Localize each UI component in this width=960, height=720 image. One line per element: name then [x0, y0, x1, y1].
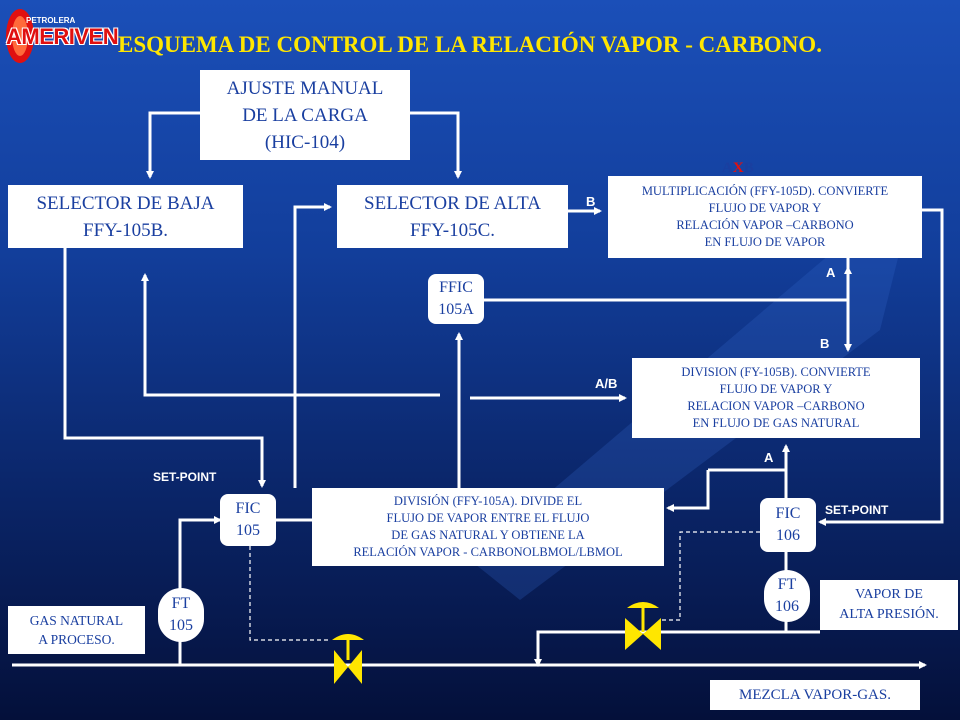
line-a-to-fic106 — [708, 468, 788, 498]
divb-line2: FLUJO DE VAPOR Y — [719, 382, 833, 396]
selector-alta-box: SELECTOR DE ALTA FFY-105C. — [337, 185, 568, 248]
mult-line2: FLUJO DE VAPOR Y — [708, 201, 822, 215]
selector-baja-box: SELECTOR DE BAJA FFY-105B. — [8, 185, 243, 248]
divb-line4: EN FLUJO DE GAS NATURAL — [692, 416, 860, 430]
logo-drop-icon — [6, 9, 34, 63]
logo-top-text: PETROLERA — [26, 16, 76, 25]
gas-line2: A PROCESO. — [38, 632, 115, 647]
ft-105-transmitter: FT 105 — [158, 588, 204, 642]
control-valve-1-icon — [332, 634, 364, 684]
fic-106-instrument: FIC 106 — [760, 498, 816, 552]
vapor-line2: ALTA PRESIÓN. — [839, 607, 939, 622]
ajuste-manual-box: AJUSTE MANUAL DE LA CARGA (HIC-104) — [200, 70, 410, 160]
line-divb-to-baja — [141, 273, 440, 397]
fic105-line1: FIC — [235, 500, 261, 517]
vapor-alta-box: VAPOR DE ALTA PRESIÓN. — [820, 580, 958, 630]
page-title: ESQUEMA DE CONTROL DE LA RELACIÓN VAPOR … — [118, 32, 822, 57]
signal-fic106-to-valve — [660, 531, 760, 621]
ajuste-line2: DE LA CARGA — [242, 104, 368, 126]
logo-main-text: AMERIVEN — [6, 24, 119, 49]
mult-line4: EN FLUJO DE VAPOR — [704, 235, 826, 249]
label-a-mult: A — [826, 265, 836, 280]
ft106-line2: 106 — [775, 598, 799, 615]
fic106-line2: 106 — [776, 527, 800, 544]
ffic-line2: 105A — [438, 301, 474, 318]
divb-line3: RELACION VAPOR –CARBONO — [687, 399, 865, 413]
line-baja-to-fic105 — [63, 248, 266, 488]
ajuste-line3: (HIC-104) — [264, 131, 346, 153]
ft105-line2: 105 — [169, 617, 193, 634]
axb-b: B — [743, 160, 754, 176]
vapor-line1: VAPOR DE — [855, 587, 923, 602]
label-b-div: B — [820, 336, 830, 351]
ft105-line1: FT — [171, 595, 191, 612]
axb-a: A — [722, 160, 733, 176]
setpoint-right-label: SET-POINT — [825, 503, 889, 517]
ft-106-transmitter: FT 106 — [764, 570, 810, 622]
setpoint-left-label: SET-POINT — [153, 470, 217, 484]
axb-x: X — [732, 160, 744, 176]
selector-alta-line2: FFY-105C. — [410, 219, 495, 241]
label-a-fic106: A — [764, 450, 774, 465]
selector-baja-line2: FFY-105B. — [83, 219, 168, 241]
gas-line1: GAS NATURAL — [29, 613, 124, 628]
label-a-over-b: A/B — [595, 376, 618, 391]
vapor-process-line — [534, 630, 820, 667]
axb-label: AXB — [722, 160, 754, 177]
line-fic106-to-diva — [666, 470, 710, 512]
fic-105-instrument: FIC 105 — [220, 494, 276, 546]
line-mult-to-fic106 — [818, 208, 944, 526]
ffic-105a-instrument: FFIC 105A — [428, 274, 484, 324]
signal-fic105-to-valve — [249, 546, 330, 641]
diva-line3: DE GAS NATURAL Y OBTIENE LA — [391, 528, 585, 542]
ajuste-line1: AJUSTE MANUAL — [226, 77, 384, 99]
line-ft105-to-fic105 — [178, 516, 222, 595]
line-ajuste-to-baja — [146, 111, 200, 179]
diva-line2: FLUJO DE VAPOR ENTRE EL FLUJO — [386, 511, 590, 525]
ffic-line1: FFIC — [439, 279, 473, 296]
mezcla-box: MEZCLA VAPOR-GAS. — [710, 680, 920, 710]
ft106-line1: FT — [777, 576, 797, 593]
selector-alta-line1: SELECTOR DE ALTA — [364, 192, 541, 214]
line-ajuste-to-alta — [410, 111, 462, 179]
multiplicacion-box: MULTIPLICACIÓN (FFY-105D). CONVIERTE FLU… — [608, 176, 922, 258]
fic105-line2: 105 — [236, 522, 260, 539]
diva-line4: RELACIÓN VAPOR - CARBONOLBMOL/LBMOL — [353, 545, 623, 559]
selector-baja-line1: SELECTOR DE BAJA — [36, 192, 215, 214]
company-logo: PETROLERA AMERIVEN — [2, 2, 119, 66]
division-ffy105a-box: DIVISIÓN (FFY-105A). DIVIDE EL FLUJO DE … — [312, 488, 664, 566]
line-fic105-to-alta — [293, 203, 332, 488]
division-fy105b-box: DIVISION (FY-105B). CONVIERTE FLUJO DE V… — [632, 358, 920, 438]
mult-line3: RELACIÓN VAPOR –CARBONO — [676, 218, 854, 232]
fic106-line1: FIC — [775, 505, 801, 522]
control-valve-2-icon — [625, 602, 661, 650]
divb-line1: DIVISION (FY-105B). CONVIERTE — [681, 365, 871, 379]
gas-natural-box: GAS NATURAL A PROCESO. — [8, 606, 145, 654]
mult-line1: MULTIPLICACIÓN (FFY-105D). CONVIERTE — [641, 184, 889, 198]
label-b-mult: B — [586, 194, 596, 209]
diva-line1: DIVISIÓN (FFY-105A). DIVIDE EL — [393, 494, 583, 508]
mezcla-label: MEZCLA VAPOR-GAS. — [739, 686, 891, 703]
